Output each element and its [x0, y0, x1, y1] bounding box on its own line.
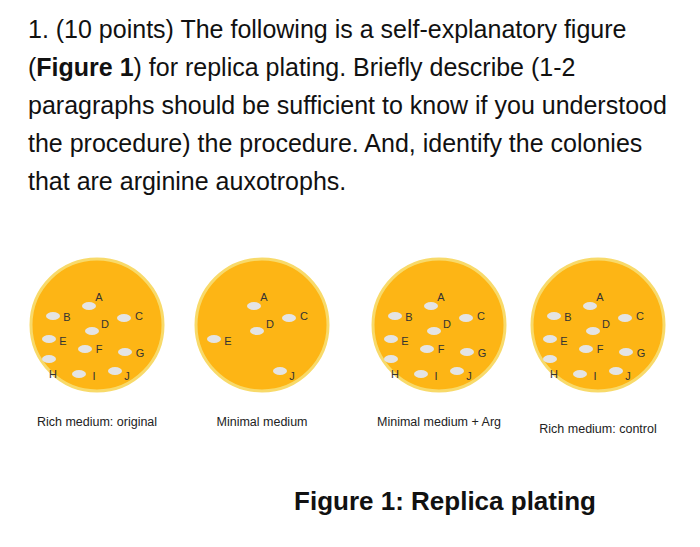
colony	[282, 314, 296, 322]
colony-label: G	[478, 347, 487, 359]
colony	[424, 302, 438, 310]
colony-label: D	[602, 318, 610, 330]
colony-label: H	[550, 368, 558, 380]
colony-label: C	[477, 310, 485, 322]
colony-label: C	[135, 310, 143, 322]
colony	[583, 302, 597, 310]
colony-label: D	[101, 318, 109, 330]
petri-plate: Minimal mediumACDEJ	[194, 257, 330, 393]
colony	[247, 302, 261, 310]
colony-label: E	[224, 335, 231, 347]
colony-label: G	[637, 347, 646, 359]
colony	[72, 370, 86, 378]
agar-medium	[532, 259, 664, 391]
colony-label: H	[49, 368, 57, 380]
agar-medium	[373, 259, 505, 391]
colony	[384, 335, 398, 343]
colony-label: A	[437, 291, 444, 303]
colony-label: G	[136, 347, 145, 359]
colony-label: F	[96, 343, 103, 355]
petri-plate: Rich medium: controlABCDEFGHIJ	[530, 257, 666, 393]
colony	[207, 335, 221, 343]
colony-label: J	[124, 370, 130, 382]
colony	[250, 327, 264, 335]
colony	[619, 348, 633, 356]
colony-label: J	[466, 370, 472, 382]
colony	[420, 345, 434, 353]
agar-medium	[196, 259, 328, 391]
colony-label: E	[59, 335, 66, 347]
colony-label: F	[597, 343, 604, 355]
figure-caption: Figure 1: Replica plating	[294, 486, 596, 517]
colony-label: A	[95, 291, 102, 303]
colony-label: I	[593, 370, 596, 382]
agar-medium	[31, 259, 163, 391]
colony	[108, 367, 122, 375]
petri-plate: Minimal medium + ArgABCDEFGHIJ	[371, 257, 507, 393]
colony-label: B	[405, 311, 412, 323]
plate-drawing	[194, 257, 330, 393]
colony	[547, 312, 561, 320]
colony-label: C	[636, 310, 644, 322]
colony	[579, 345, 593, 353]
colony	[586, 327, 600, 335]
colony	[609, 367, 623, 375]
question-text: Figure 1	[36, 53, 133, 81]
colony	[42, 355, 56, 363]
plate-label: Rich medium: control	[539, 422, 656, 436]
colony	[618, 314, 632, 322]
colony	[117, 314, 131, 322]
colony	[78, 345, 92, 353]
colony	[388, 312, 402, 320]
colony	[82, 302, 96, 310]
colony-label: J	[625, 370, 631, 382]
colony	[543, 355, 557, 363]
colony	[459, 314, 473, 322]
colony-label: F	[438, 343, 445, 355]
colony-label: J	[289, 370, 295, 382]
petri-plate: Rich medium: originalABCDEFGHIJ	[29, 257, 165, 393]
colony-label: A	[596, 291, 603, 303]
colony-label: H	[391, 368, 399, 380]
colony	[543, 335, 557, 343]
colony	[42, 335, 56, 343]
colony-label: I	[92, 370, 95, 382]
colony	[414, 370, 428, 378]
plate-label: Rich medium: original	[37, 415, 157, 429]
colony	[118, 348, 132, 356]
colony-label: E	[560, 335, 567, 347]
colony	[85, 327, 99, 335]
question-text: 1. (10 points) The following is a self-e…	[28, 10, 678, 200]
colony	[273, 367, 287, 375]
colony	[573, 370, 587, 378]
colony	[460, 348, 474, 356]
colony	[46, 312, 60, 320]
colony-label: B	[564, 311, 571, 323]
colony	[450, 367, 464, 375]
plate-label: Minimal medium	[217, 415, 308, 429]
colony-label: E	[401, 335, 408, 347]
colony-label: A	[260, 291, 267, 303]
colony-label: I	[434, 370, 437, 382]
colony-label: B	[63, 311, 70, 323]
plate-label: Minimal medium + Arg	[377, 415, 501, 429]
colony-label: D	[266, 318, 274, 330]
colony	[427, 327, 441, 335]
colony-label: D	[443, 318, 451, 330]
colony	[384, 355, 398, 363]
colony-label: C	[300, 310, 308, 322]
